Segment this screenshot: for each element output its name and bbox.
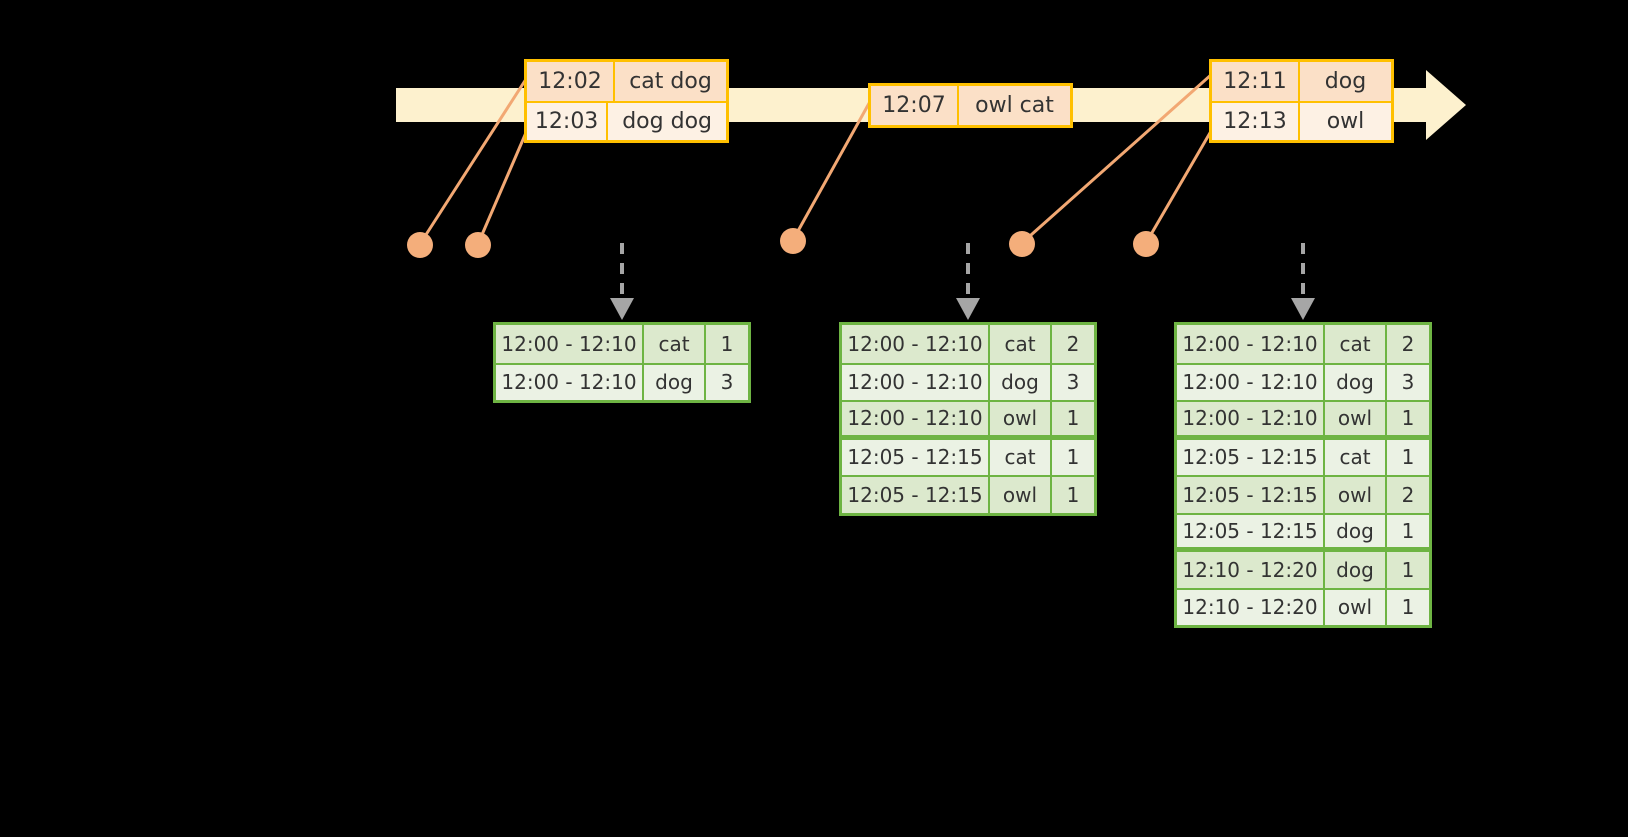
table-row: 12:00 - 12:10 cat 2: [1177, 325, 1429, 363]
word-cell: dog: [990, 364, 1052, 400]
event-group-3[interactable]: 12:11 dog 12:13 owl: [1209, 59, 1394, 143]
table-row: 12:00 - 12:10 dog 3: [496, 362, 748, 400]
event-time: 12:02: [527, 62, 615, 101]
event-row: 12:07 owl cat: [871, 86, 1070, 125]
event-words: owl cat: [975, 93, 1054, 118]
emit-arrow-1: [610, 243, 634, 320]
table-row: 12:05 - 12:15 owl 2: [1177, 475, 1429, 513]
word-cell: owl: [1325, 402, 1387, 435]
count-cell: 1: [1066, 445, 1080, 470]
word-cell: owl: [990, 402, 1052, 435]
count-cell: 2: [1066, 331, 1080, 356]
event-row: 12:11 dog: [1212, 62, 1391, 101]
event-row: 12:13 owl: [1212, 101, 1391, 140]
word-cell: owl: [990, 477, 1052, 513]
count-cell: 2: [1401, 331, 1415, 356]
window-cell: 12:05 - 12:15: [1177, 514, 1325, 547]
event-words: dog: [1324, 69, 1367, 94]
event-row: 12:03 dog dog: [527, 101, 726, 140]
word-cell: dog: [1325, 552, 1387, 588]
emit-arrow-3: [1291, 243, 1315, 320]
emit-arrows: [610, 243, 1315, 320]
emit-arrow-2: [956, 243, 980, 320]
count-cell: 1: [1401, 595, 1415, 620]
count-cell: 3: [720, 370, 734, 395]
window-cell: 12:00 - 12:10: [842, 402, 990, 435]
table-row: 12:10 - 12:20 dog 1: [1177, 550, 1429, 588]
connector-dot-4: [1009, 231, 1035, 257]
count-cell: 1: [1066, 482, 1080, 507]
window-cell: 12:00 - 12:10: [1177, 402, 1325, 435]
word-cell: dog: [1325, 364, 1387, 400]
connector-dot-3: [780, 228, 806, 254]
count-cell: 3: [1401, 370, 1415, 395]
event-time: 12:07: [871, 86, 959, 125]
event-words: owl: [1326, 109, 1365, 134]
count-cell: 1: [1401, 557, 1415, 582]
result-table-2[interactable]: 12:00 - 12:10 cat 2 12:00 - 12:10 dog 3 …: [839, 322, 1097, 516]
window-cell: 12:10 - 12:20: [1177, 552, 1325, 588]
count-cell: 1: [720, 331, 734, 356]
window-cell: 12:05 - 12:15: [842, 439, 990, 475]
window-cell: 12:00 - 12:10: [1177, 325, 1325, 363]
event-time: 12:13: [1212, 103, 1300, 140]
event-group-2[interactable]: 12:07 owl cat: [868, 83, 1073, 128]
window-cell: 12:05 - 12:15: [1177, 477, 1325, 513]
table-row: 12:00 - 12:10 owl 1: [1177, 400, 1429, 438]
word-cell: cat: [1325, 325, 1387, 363]
word-cell: cat: [1325, 439, 1387, 475]
window-cell: 12:00 - 12:10: [1177, 364, 1325, 400]
window-cell: 12:05 - 12:15: [842, 477, 990, 513]
window-cell: 12:00 - 12:10: [496, 364, 644, 400]
table-row: 12:00 - 12:10 dog 3: [842, 362, 1094, 400]
table-row: 12:00 - 12:10 cat 1: [496, 325, 748, 363]
table-row: 12:05 - 12:15 owl 1: [842, 475, 1094, 513]
event-group-1[interactable]: 12:02 cat dog 12:03 dog dog: [524, 59, 729, 143]
event-time: 12:03: [527, 103, 609, 140]
result-table-1[interactable]: 12:00 - 12:10 cat 1 12:00 - 12:10 dog 3: [493, 322, 751, 403]
word-cell: cat: [990, 325, 1052, 363]
table-row: 12:05 - 12:15 dog 1: [1177, 512, 1429, 550]
connector-dot-2: [465, 232, 491, 258]
event-words: cat dog: [629, 69, 712, 94]
window-cell: 12:00 - 12:10: [842, 325, 990, 363]
word-cell: cat: [644, 325, 706, 363]
connector-dot-5: [1133, 231, 1159, 257]
count-cell: 1: [1401, 518, 1415, 543]
table-row: 12:05 - 12:15 cat 1: [1177, 437, 1429, 475]
count-cell: 3: [1066, 370, 1080, 395]
word-cell: dog: [644, 364, 706, 400]
table-row: 12:00 - 12:10 owl 1: [842, 400, 1094, 438]
table-row: 12:00 - 12:10 dog 3: [1177, 362, 1429, 400]
connector-dots: [407, 228, 1159, 258]
word-cell: cat: [990, 439, 1052, 475]
count-cell: 1: [1401, 445, 1415, 470]
connector-dot-1: [407, 232, 433, 258]
table-row: 12:05 - 12:15 cat 1: [842, 437, 1094, 475]
window-cell: 12:00 - 12:10: [842, 364, 990, 400]
word-cell: dog: [1325, 514, 1387, 547]
window-cell: 12:05 - 12:15: [1177, 439, 1325, 475]
event-row: 12:02 cat dog: [527, 62, 726, 101]
window-cell: 12:10 - 12:20: [1177, 589, 1325, 625]
window-cell: 12:00 - 12:10: [496, 325, 644, 363]
table-row: 12:10 - 12:20 owl 1: [1177, 587, 1429, 625]
word-cell: owl: [1325, 477, 1387, 513]
word-cell: owl: [1325, 589, 1387, 625]
result-table-3[interactable]: 12:00 - 12:10 cat 2 12:00 - 12:10 dog 3 …: [1174, 322, 1432, 628]
count-cell: 2: [1401, 482, 1415, 507]
table-row: 12:00 - 12:10 cat 2: [842, 325, 1094, 363]
event-words: dog dog: [622, 109, 712, 134]
count-cell: 1: [1066, 406, 1080, 431]
count-cell: 1: [1401, 406, 1415, 431]
event-time: 12:11: [1212, 62, 1300, 101]
